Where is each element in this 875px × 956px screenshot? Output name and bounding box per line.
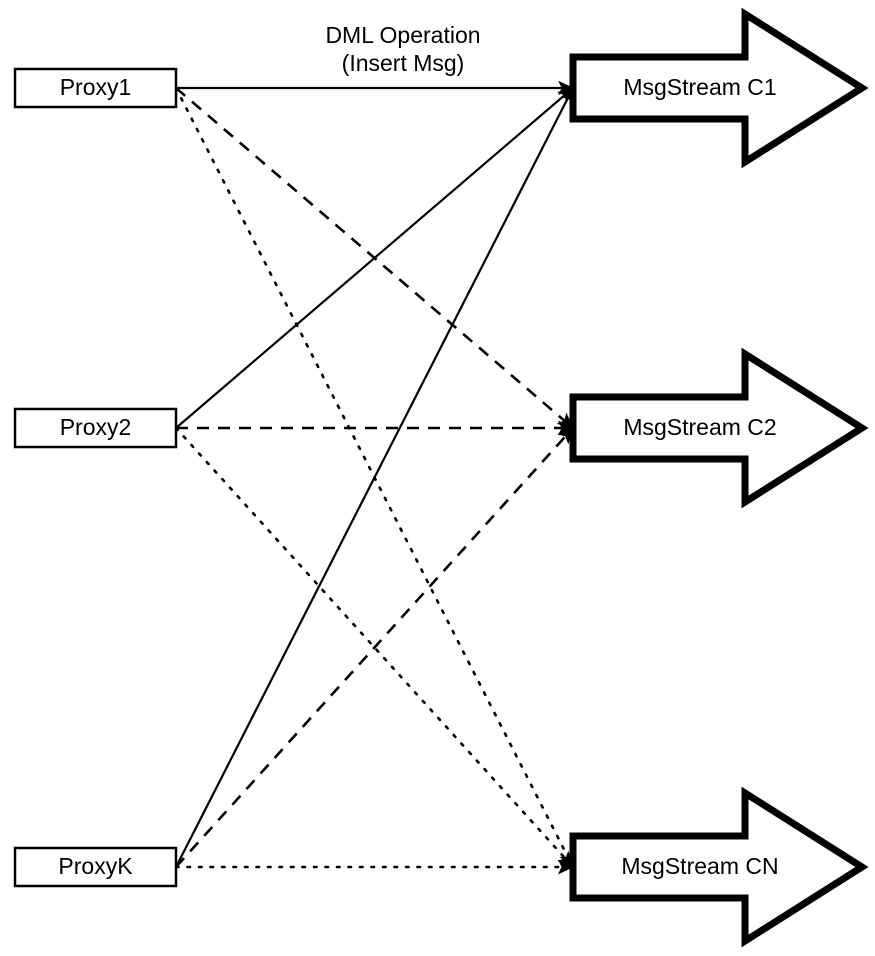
edge-proxy2-to-stream-cn [174,426,575,869]
proxy-node-proxy2[interactable]: Proxy2 [13,407,178,449]
connection-edges [174,80,575,875]
caption-line-1: DML Operation [325,22,480,48]
caption-line-2: (Insert Msg) [342,50,465,76]
edge-proxy1-to-stream-cn [174,86,575,869]
block-arrow-icon [569,7,869,169]
msgstream-node-c2[interactable]: MsgStream C2 [569,347,869,509]
proxy-box-shape [13,846,178,888]
block-arrow-icon [569,347,869,509]
dml-operation-caption: DML Operation (Insert Msg) [325,22,480,76]
msgstream-label: MsgStream C1 [623,74,776,100]
msgstream-node-c1[interactable]: MsgStream C1 [569,7,869,169]
proxy-label: Proxy2 [60,414,132,440]
block-arrow-icon [569,786,869,948]
proxy-box-shape [13,407,178,449]
msgstream-node-cn[interactable]: MsgStream CN [569,786,869,948]
msgstream-label: MsgStream CN [621,853,778,879]
edge-proxy1-to-stream-c2 [175,87,574,429]
msgstream-label: MsgStream C2 [623,414,776,440]
msgstream-nodes: MsgStream C1 MsgStream C2 MsgStream CN [569,7,869,948]
proxy-node-proxyk[interactable]: ProxyK [13,846,178,888]
edge-proxyk-to-stream-c2 [175,427,574,868]
proxy-label: ProxyK [58,853,133,879]
proxy-label: Proxy1 [60,74,132,100]
proxy-nodes: Proxy1 Proxy2 ProxyK [13,67,178,888]
proxy-node-proxy1[interactable]: Proxy1 [13,67,178,109]
proxy-box-shape [13,67,178,109]
